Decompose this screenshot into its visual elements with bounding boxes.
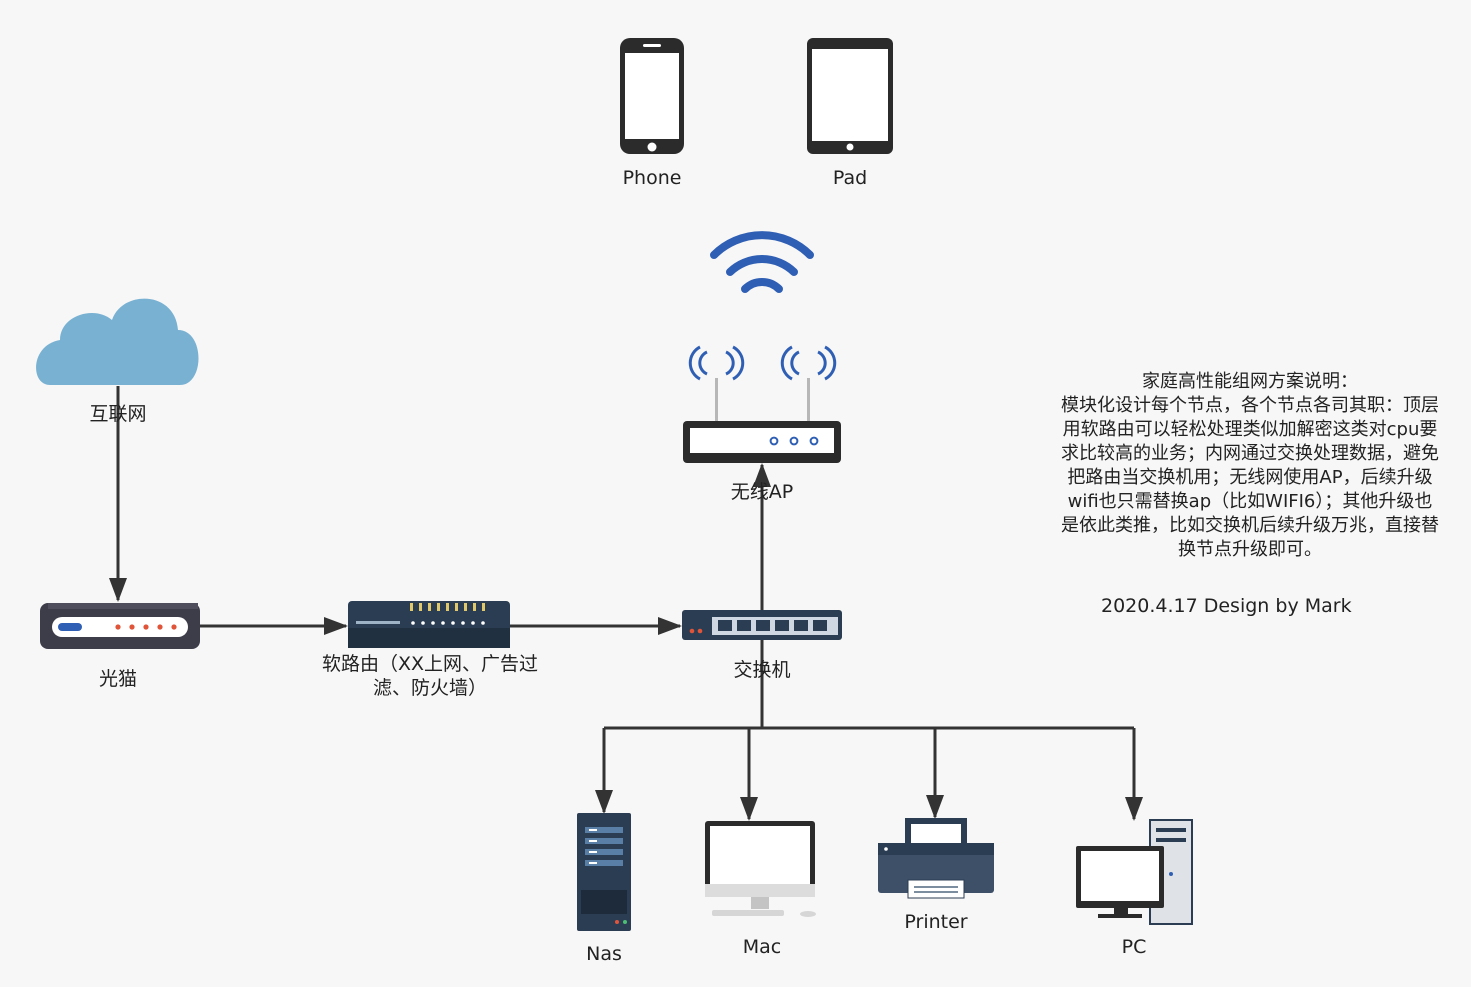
tablet-icon (807, 38, 893, 154)
monitor-icon (705, 821, 816, 917)
wifi-icon (710, 231, 814, 293)
phone-label: Phone (622, 167, 682, 189)
wireless-ap-icon (683, 345, 841, 463)
wireless-ap-label: 无线AP (730, 481, 794, 503)
notes-title: 家庭高性能组网方案说明： (1142, 371, 1358, 392)
printer-label: Printer (904, 911, 968, 933)
cloud-icon (36, 298, 199, 385)
signature: 2020.4.17 Design by Mark (1101, 595, 1352, 617)
internet-label: 互联网 (89, 403, 147, 425)
mac-label: Mac (742, 936, 782, 958)
soft-router-label: 软路由（XX上网、广告过滤、防火墙） (321, 653, 539, 699)
switch-label: 交换机 (733, 659, 791, 681)
soft-router-icon (348, 601, 510, 648)
server-icon (577, 813, 631, 931)
printer-icon (878, 818, 994, 899)
pad-label: Pad (832, 167, 868, 189)
switch-icon (682, 610, 842, 640)
modem-icon (40, 603, 200, 649)
phone-icon (620, 38, 684, 154)
modem-label: 光猫 (98, 668, 138, 690)
design-notes: 家庭高性能组网方案说明： 模块化设计每个节点，各个节点各司其职：顶层用软路由可以… (1060, 370, 1440, 562)
connectors (109, 386, 1143, 821)
desktop-pc-icon (1076, 819, 1193, 925)
notes-body: 模块化设计每个节点，各个节点各司其职：顶层用软路由可以轻松处理类似加解密这类对c… (1061, 395, 1439, 560)
nas-label: Nas (586, 943, 622, 965)
pc-label: PC (1121, 936, 1147, 958)
